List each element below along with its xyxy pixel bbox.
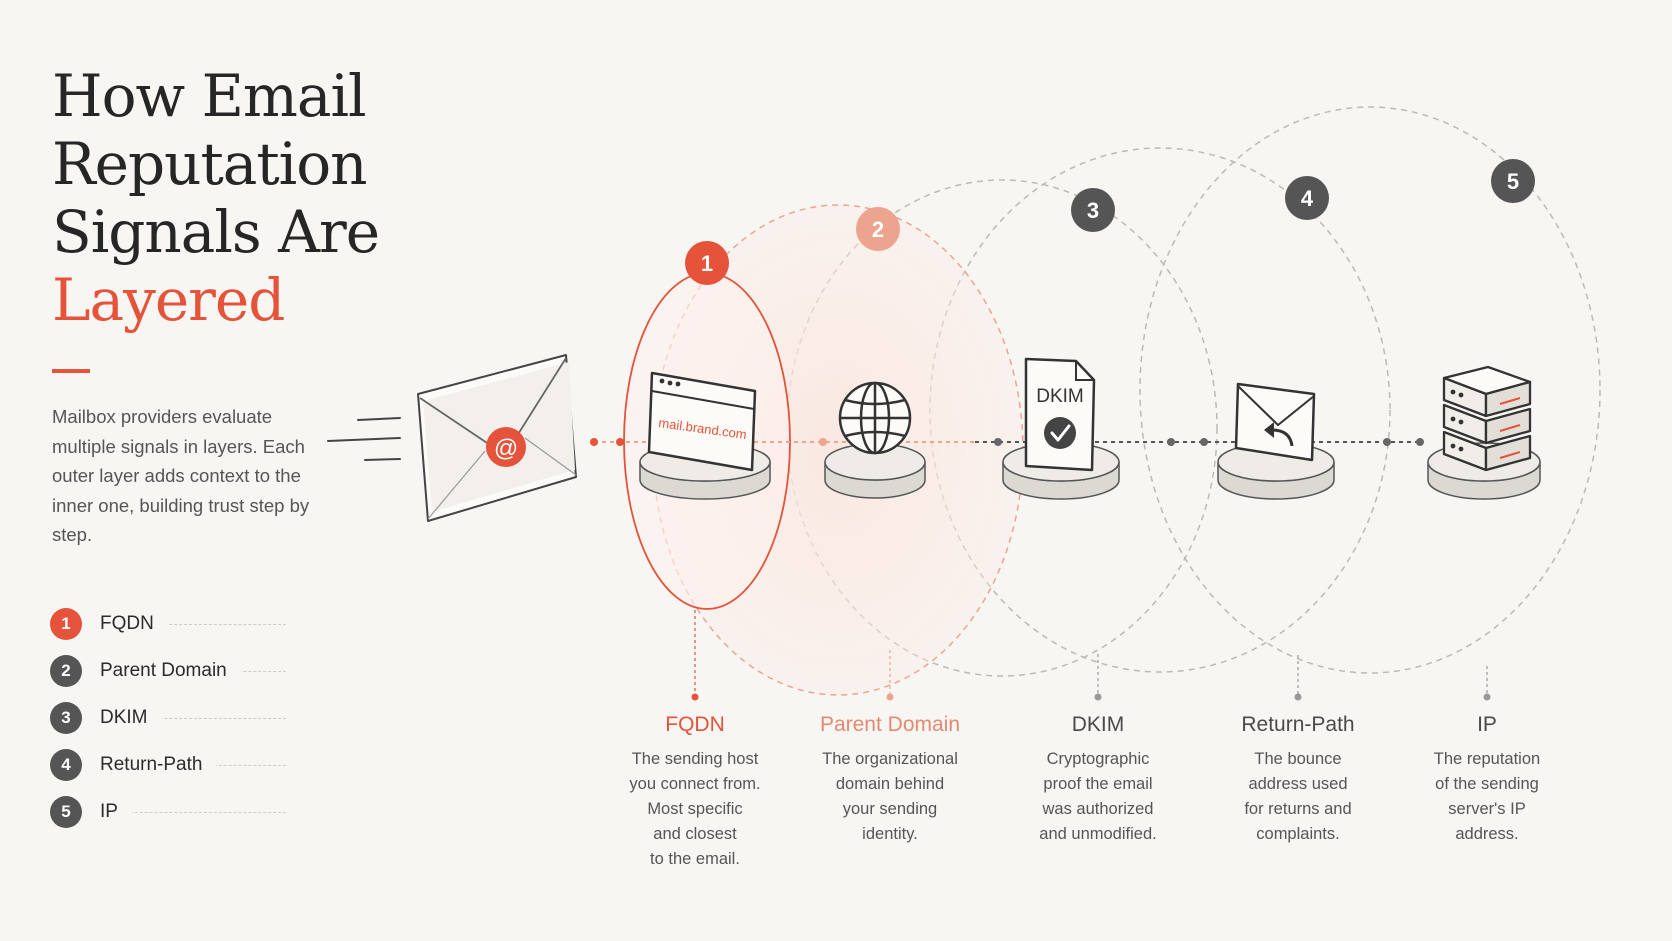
caption-dot [886, 693, 894, 701]
page-title: How Email Reputation Signals Are Layered [52, 62, 380, 334]
legend-label: Parent Domain [100, 659, 241, 682]
caption-title: FQDN [665, 713, 725, 736]
svg-text:1: 1 [701, 251, 713, 276]
globe-icon [838, 381, 912, 455]
svg-text:2: 2 [872, 217, 884, 242]
legend-label: FQDN [100, 612, 168, 635]
caption-text: The organizational domain behind your se… [822, 750, 958, 843]
legend-item-fqdn: 1 FQDN [50, 600, 286, 647]
legend-badge: 4 [50, 748, 82, 781]
legend-item-parent-domain: 2 Parent Domain [50, 647, 286, 694]
legend-badge: 2 [50, 654, 82, 687]
layer-badge-2: 2 [856, 207, 900, 251]
browser-window-icon: mail.brand.com [647, 371, 757, 472]
caption-dot [1483, 693, 1491, 701]
motion-lines [327, 417, 401, 461]
caption-text: The reputation of the sending server's I… [1433, 750, 1541, 843]
caption-title: DKIM [1071, 713, 1125, 736]
return-envelope-icon [1234, 382, 1316, 462]
caption-title: IP [1477, 713, 1497, 736]
intro-text: Mailbox providers evaluate multiple sign… [52, 406, 310, 545]
pedestal [824, 443, 926, 499]
legend-label: Return-Path [100, 753, 217, 776]
caption-return-path: Return-Path The bounce address used for … [1208, 713, 1388, 847]
connector-dot [819, 438, 827, 446]
dkim-document-icon: DKIM [1024, 357, 1096, 472]
legend-leader-line [110, 717, 286, 719]
caption-title: Return-Path [1241, 713, 1355, 736]
legend-item-dkim: 3 DKIM [50, 694, 286, 741]
layer-5-ellipse [1139, 106, 1601, 674]
legend-badge: 5 [50, 795, 82, 828]
title-divider [52, 369, 90, 373]
legend-leader-line [110, 811, 286, 813]
caption-dot [1094, 693, 1102, 701]
svg-text:4: 4 [1301, 186, 1314, 211]
connector-dot [590, 438, 598, 446]
caption-leaders [694, 610, 1488, 694]
caption-text: The bounce address used for returns and … [1244, 750, 1352, 843]
layer-badge-1: 1 [685, 241, 729, 285]
title-line-2: Reputation [52, 130, 368, 198]
legend: 1 FQDN 2 Parent Domain 3 DKIM 4 Return-P… [50, 600, 286, 835]
at-symbol: @ [494, 435, 518, 462]
connector-dot [1383, 438, 1391, 446]
title-accent: Layered [52, 266, 285, 334]
layer-badge-4: 4 [1285, 176, 1329, 220]
svg-text:3: 3 [1087, 198, 1099, 223]
layer-badge-3: 3 [1071, 188, 1115, 232]
connector-dot [1167, 438, 1175, 446]
dkim-label: DKIM [1036, 386, 1084, 407]
caption-parent-domain: Parent Domain The organizational domain … [800, 713, 980, 847]
legend-badge: 3 [50, 701, 82, 734]
legend-label: IP [100, 800, 132, 823]
caption-text: The sending host you connect from. Most … [629, 750, 761, 868]
layer-badge-5: 5 [1491, 159, 1535, 203]
legend-item-ip: 5 IP [50, 788, 286, 835]
svg-text:5: 5 [1507, 169, 1519, 194]
title-line-3: Signals Are [52, 198, 380, 266]
connector-dot [1200, 438, 1208, 446]
connector-dot [1416, 438, 1424, 446]
caption-ip: IP The reputation of the sending server'… [1397, 713, 1577, 847]
legend-label: DKIM [100, 706, 162, 729]
caption-dkim: DKIM Cryptographic proof the email was a… [1008, 713, 1188, 847]
connector-dot [994, 438, 1002, 446]
caption-title: Parent Domain [819, 713, 961, 736]
caption-fqdn: FQDN The sending host you connect from. … [605, 713, 785, 872]
legend-item-return-path: 4 Return-Path [50, 741, 286, 788]
server-stack-icon [1442, 365, 1532, 472]
legend-leader-line [110, 623, 286, 625]
envelope-at-icon: @ [417, 354, 577, 522]
caption-text: Cryptographic proof the email was author… [1039, 750, 1157, 843]
title-line-1: How Email [52, 62, 367, 130]
legend-badge: 1 [50, 607, 82, 640]
connector-dot [616, 438, 624, 446]
caption-dot [691, 693, 699, 701]
caption-dot [1294, 693, 1302, 701]
